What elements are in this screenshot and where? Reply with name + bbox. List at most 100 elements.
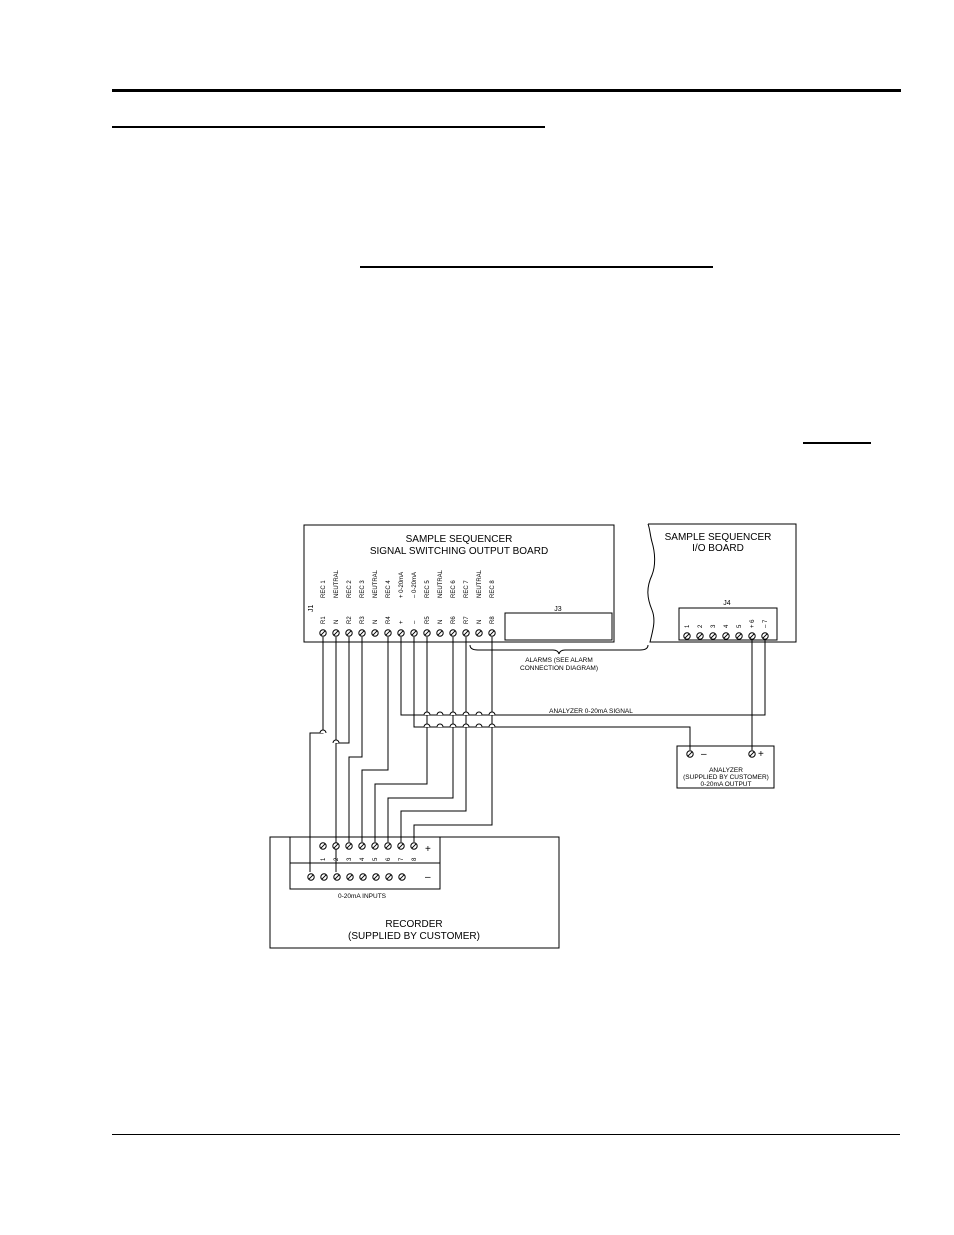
j4-terminal-label-4: 4 [724, 624, 730, 628]
j1-terminal-screw-4-slot [359, 630, 365, 636]
recorder-input-screw-1-slot [320, 843, 326, 849]
recorder-input-screw-6-slot [385, 843, 391, 849]
hop-plus-3 [449, 711, 457, 716]
footer-rule [112, 1134, 900, 1135]
j4-terminal-screw-2-slot [697, 633, 703, 639]
hop-minus-1 [423, 723, 431, 728]
alarms-brace [469, 644, 649, 655]
j1-terminal-pin-13: N [477, 620, 483, 624]
wire-analyzer-plus [400, 637, 752, 716]
j1-terminal-pin-11: R6 [451, 616, 457, 624]
note-underline [803, 442, 871, 444]
j1-terminal-label-8: – 0-20mA [412, 572, 418, 598]
j1-terminal-screw-9-slot [424, 630, 430, 636]
j1-terminal-pin-9: R5 [425, 616, 431, 624]
j1-terminal-label-9: REC 5 [425, 580, 431, 598]
j1-terminal-pin-4: R3 [360, 616, 366, 624]
wire-rec7 [400, 637, 467, 842]
recorder-input-screw-3-slot [346, 843, 352, 849]
j4-terminal-screw-6-slot [749, 633, 755, 639]
wire-rec3 [348, 637, 363, 842]
j1-terminal-screw-5-slot [372, 630, 378, 636]
j1-terminal-pin-10: N [438, 620, 444, 624]
recorder-input-label-6: 6 [386, 857, 392, 861]
recorder-input-screw-4-slot [359, 843, 365, 849]
wire-rec2 [335, 637, 350, 842]
analyzer-line3: 0-20mA OUTPUT [701, 781, 752, 788]
j1-terminal-screw-11-slot [450, 630, 456, 636]
subheading-underline [360, 266, 713, 268]
wire-analyzer-minus [413, 637, 691, 750]
j1-terminal-screw-8-slot [411, 630, 417, 636]
recorder-input-label-5: 5 [373, 857, 379, 861]
io-title-line1: SAMPLE SEQUENCER [665, 532, 772, 543]
alarms-line1: ALARMS (SEE ALARM [525, 657, 593, 664]
j1-terminal-screw-13-slot [476, 630, 482, 636]
recorder-input-screw-2-slot [333, 843, 339, 849]
recorder-common-screw-1-slot [308, 874, 314, 880]
j1-terminal-pin-14: R8 [490, 616, 496, 624]
analyzer-plus-terminal-slot [749, 751, 755, 757]
j1-terminal-screw-12-slot [463, 630, 469, 636]
recorder-input-label-1: 1 [321, 857, 327, 861]
j1-terminal-screw-2-slot [333, 630, 339, 636]
analyzer-line1: ANALYZER [709, 767, 743, 774]
j4-terminal-screw-3-slot [710, 633, 716, 639]
j1-terminal-label-11: REC 6 [451, 580, 457, 598]
recorder-common-screw-7-slot [386, 874, 392, 880]
analyzer-line2: (SUPPLIED BY CUSTOMER) [683, 774, 769, 781]
j4-terminal-label-1: 1 [685, 624, 691, 628]
hop-plus-2 [436, 711, 444, 716]
recorder-input-screw-5-slot [372, 843, 378, 849]
wire-rec8 [413, 637, 493, 842]
j1-terminal-screw-6-slot [385, 630, 391, 636]
recorder-input-label-3: 3 [347, 857, 353, 861]
io-board-outline [647, 523, 797, 643]
j1-terminal-screw-3-slot [346, 630, 352, 636]
analyzer-minus-terminal-slot [687, 751, 693, 757]
j1-terminal-pin-1: R1 [321, 616, 327, 624]
analyzer-minus-label: – [701, 749, 707, 760]
j4-label: J4 [723, 600, 731, 607]
recorder-line2: (SUPPLIED BY CUSTOMER) [348, 931, 480, 942]
hop-minus-6 [488, 723, 496, 728]
j1-terminal-label-2: NEUTRAL [334, 569, 340, 598]
j1-terminal-label-3: REC 2 [347, 580, 353, 598]
j1-terminal-pin-5: N [373, 620, 379, 624]
j4-terminal-screw-7-slot [762, 633, 768, 639]
j1-terminal-label-4: REC 3 [360, 580, 366, 598]
j1-terminal-pin-3: R2 [347, 616, 353, 624]
sequencer-board-box [303, 524, 615, 643]
j1-label: J1 [308, 605, 315, 613]
recorder-plus-label: + [425, 844, 431, 855]
j1-terminal-screw-14-slot [489, 630, 495, 636]
section-heading-underline [112, 126, 545, 128]
j1-terminal-pin-7: + [399, 620, 405, 624]
recorder-minus-label: – [425, 872, 431, 883]
hop-minus-5 [475, 723, 483, 728]
j4-terminal-label-5: 5 [737, 624, 743, 628]
io-title-line2: I/O BOARD [692, 543, 744, 554]
j1-terminal-pin-6: R4 [386, 616, 392, 624]
recorder-common-screw-8-slot [399, 874, 405, 880]
sequencer-title-line1: SAMPLE SEQUENCER [406, 534, 513, 545]
hop-minus-4 [462, 723, 470, 728]
hop-rec2 [332, 739, 340, 744]
wire-rec4 [361, 637, 389, 842]
j1-terminal-label-1: REC 1 [321, 580, 327, 598]
recorder-input-screw-8-slot [411, 843, 417, 849]
wire-io-minus [752, 640, 766, 716]
recorder-common-screw-2-slot [321, 874, 327, 880]
recorder-common-screw-4-slot [347, 874, 353, 880]
j1-terminal-pin-12: R7 [464, 616, 470, 624]
recorder-input-screw-7-slot [398, 843, 404, 849]
recorder-input-label-4: 4 [360, 857, 366, 861]
recorder-common-screw-5-slot [360, 874, 366, 880]
j1-terminal-label-12: REC 7 [464, 580, 470, 598]
j1-terminal-label-7: + 0-20mA [399, 572, 405, 598]
recorder-line1: RECORDER [385, 919, 442, 930]
alarms-line2: CONNECTION DIAGRAM) [520, 665, 598, 672]
j1-terminal-label-13: NEUTRAL [477, 569, 483, 598]
j4-terminal-screw-4-slot [723, 633, 729, 639]
